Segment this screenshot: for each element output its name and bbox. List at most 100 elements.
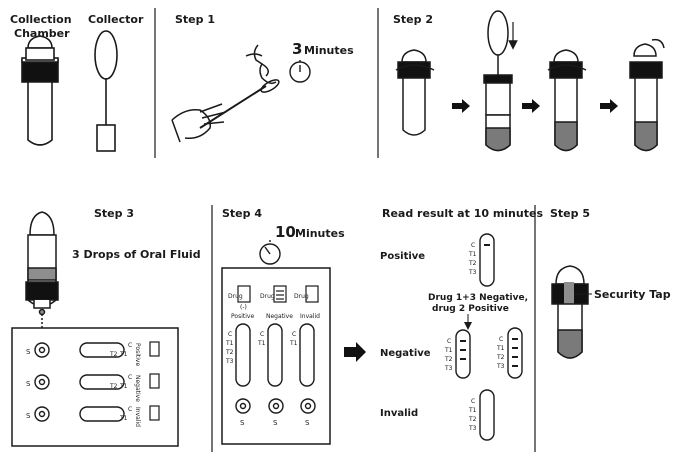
svg-text:C: C	[260, 331, 264, 338]
svg-text:S: S	[305, 419, 310, 427]
chamber-uncap-icon	[629, 38, 665, 152]
sample-wells	[34, 342, 50, 422]
result-note-line-1: Drug 1+3 Negative,	[428, 293, 528, 303]
svg-text:T2: T2	[468, 260, 477, 267]
step-5-panel: Step 5 Security Tap	[550, 207, 671, 359]
svg-text:T2: T2	[225, 349, 234, 356]
step-3-title: Step 3	[94, 207, 134, 220]
collector-label: Collector	[88, 13, 144, 26]
svg-text:T3: T3	[225, 358, 234, 365]
arrow-right-icon-3	[600, 99, 618, 113]
step-1-title: Step 1	[175, 13, 215, 26]
step-1-panel: Step 1 3 Minutes	[171, 13, 354, 143]
card-label-invalid: Invalid	[134, 407, 141, 427]
well-label-2: S	[26, 380, 31, 388]
result-positive-label: Positive	[380, 251, 425, 262]
collection-panel: Collection Chamber Collector	[10, 13, 144, 152]
svg-text:T1: T1	[225, 340, 234, 347]
svg-text:S: S	[240, 419, 245, 427]
drug-label-1: Drug	[228, 293, 243, 300]
drug-label-3: Drug	[294, 293, 309, 300]
svg-text:T2: T2	[496, 354, 505, 361]
well-labels: S S S	[26, 348, 31, 420]
result-windows	[149, 341, 160, 421]
svg-text:T1: T1	[468, 407, 477, 414]
chamber-open-icon	[395, 49, 435, 136]
svg-text:C: C	[471, 242, 475, 249]
svg-text:T3: T3	[468, 269, 477, 276]
step-1-timer-number: 3	[292, 40, 302, 58]
svg-text:T1: T1	[468, 251, 477, 258]
arrow-right-icon-2	[522, 99, 540, 113]
svg-text:C: C	[499, 336, 503, 343]
step4-wells	[235, 398, 316, 414]
timer-icon	[289, 60, 311, 83]
well-label-1: S	[26, 348, 31, 356]
svg-text:C: C	[292, 331, 296, 338]
chamber-closed-icon	[547, 49, 587, 152]
result-note-line-2: drug 2 Positive	[432, 304, 509, 314]
svg-text:T1: T1	[289, 340, 298, 347]
column-label-invalid: Invalid	[300, 313, 320, 320]
strip-mark-t1-2: T1	[119, 383, 128, 390]
step4-strips	[235, 323, 315, 387]
result-negative-label: Negative	[380, 348, 431, 359]
svg-text:T2: T2	[444, 356, 453, 363]
column-label-negative: Negative	[266, 313, 293, 320]
security-tap-label: Security Tap	[594, 288, 671, 301]
step-3-caption: 3 Drops of Oral Fluid	[72, 248, 201, 261]
svg-text:T3: T3	[496, 363, 505, 370]
step-1-timer-unit: Minutes	[304, 44, 354, 57]
strip-windows	[79, 342, 125, 422]
strip-mark-t1-1: T1	[119, 351, 128, 358]
svg-text:T3: T3	[444, 365, 453, 372]
column-label-positive: Positive	[231, 313, 254, 320]
panel-dividers	[154, 8, 536, 452]
strip-mark-t1-3: T1	[119, 415, 128, 422]
card-label-positive: Positive	[134, 343, 141, 366]
drug-label-2: Drug	[260, 293, 275, 300]
strip-mark-t2-1: T2	[109, 351, 118, 358]
chamber-dropping-icon	[25, 211, 59, 332]
drug-windows	[237, 285, 319, 303]
strip-mark-t2-2: T2	[109, 383, 118, 390]
strip-mark-c-1: C	[128, 342, 132, 349]
svg-text:T2: T2	[468, 416, 477, 423]
card-label-negative: Negative	[134, 375, 141, 402]
svg-text:C: C	[471, 398, 475, 405]
arrow-right-icon	[452, 99, 470, 113]
positive-strip	[479, 233, 495, 287]
svg-text:C: C	[228, 331, 232, 338]
step4-strip-marks: C T1 T2 T3 C T1 C T1	[225, 331, 298, 365]
well-label-3: S	[26, 412, 31, 420]
sub-mark-positive: (-)	[240, 304, 247, 311]
svg-text:S: S	[273, 419, 278, 427]
strip-marks: C C C T1 T1 T1 T2 T2	[109, 342, 132, 422]
strip-mark-c-2: C	[128, 374, 132, 381]
svg-text:T1: T1	[257, 340, 266, 347]
face-with-collector-icon	[171, 44, 280, 143]
collection-chamber-label-2: Chamber	[14, 27, 70, 40]
step-4-timer-number: 10	[275, 223, 296, 241]
step-3-panel: Step 3 3 Drops of Oral Fluid	[11, 207, 201, 447]
svg-text:T1: T1	[444, 347, 453, 354]
sealed-chamber-icon	[551, 265, 589, 359]
collection-chamber-label-1: Collection	[10, 13, 72, 26]
step-5-title: Step 5	[550, 207, 590, 220]
negative-strip-1	[455, 329, 471, 379]
result-invalid-label: Invalid	[380, 408, 418, 419]
collection-chamber-icon	[21, 35, 59, 146]
read-result-panel: Read result at 10 minutes Positive Negat…	[380, 207, 543, 441]
svg-text:T1: T1	[496, 345, 505, 352]
invalid-strip	[479, 389, 495, 441]
step-2-panel: Step 2	[393, 10, 665, 152]
step-4-panel: Step 4 10 Minutes Drug Drug Drug (-) Pos…	[221, 207, 366, 445]
strip-mark-c-3: C	[128, 406, 132, 413]
negative-strip-2	[507, 327, 523, 379]
read-result-title: Read result at 10 minutes	[382, 207, 543, 220]
step-4-timer-unit: Minutes	[295, 227, 345, 240]
collector-icon	[94, 30, 118, 152]
svg-text:C: C	[447, 338, 451, 345]
chamber-insert-icon	[483, 10, 513, 152]
